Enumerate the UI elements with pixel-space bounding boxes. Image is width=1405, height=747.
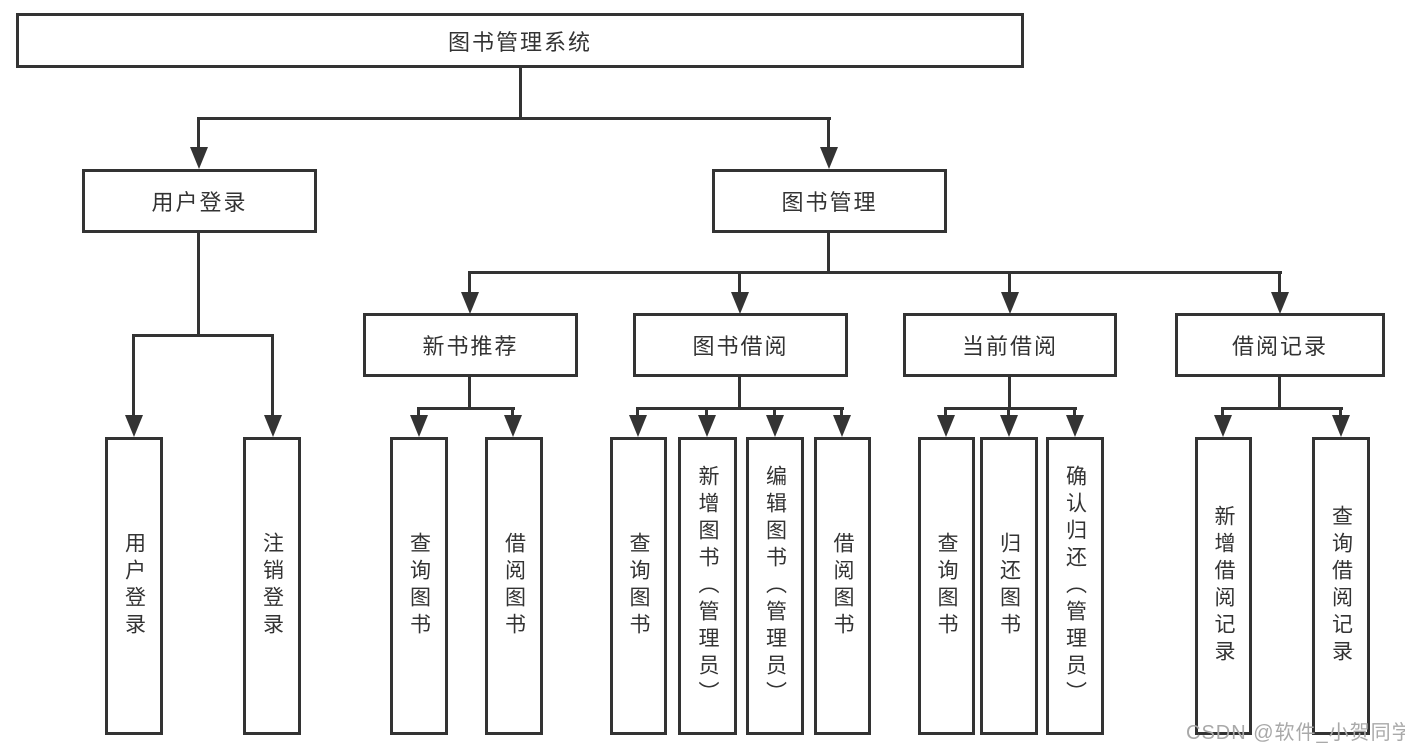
node-user-login: 用户登录 <box>82 169 317 233</box>
arrowhead-query-borrow-record <box>1332 415 1350 437</box>
leaf-add-book-admin: 新增图书（管理员） <box>678 437 737 735</box>
arrowhead-add-borrow-record <box>1214 415 1232 437</box>
arrowhead-new-book <box>461 292 479 314</box>
connector-drop-new-book <box>468 271 471 292</box>
leaf-label: 查询图书 <box>627 532 650 640</box>
arrowhead-book-management <box>820 147 838 169</box>
leaf-label: 借阅图书 <box>502 532 526 640</box>
arrowhead-query-books-2 <box>629 415 647 437</box>
node-label: 新书推荐 <box>422 334 519 359</box>
connector-drop <box>773 407 776 419</box>
arrowhead-query-books-3 <box>937 415 955 437</box>
node-borrowing-records: 借阅记录 <box>1175 313 1385 377</box>
leaf-label: 查询图书 <box>407 532 431 640</box>
connector-user-login-trunk <box>197 233 200 337</box>
connector-root-trunk <box>519 68 522 120</box>
node-label: 用户登录 <box>151 190 248 215</box>
connector-new-book-trunk <box>468 377 471 410</box>
leaf-user-login: 用户登录 <box>105 437 163 735</box>
connector-drop <box>840 407 843 419</box>
leaf-label: 查询借阅记录 <box>1329 505 1353 667</box>
arrowhead-borrow-books-1 <box>504 415 522 437</box>
connector-drop-borrow-records <box>1278 271 1281 292</box>
connector-book-borrow-rail <box>636 407 844 410</box>
leaf-query-books-3: 查询图书 <box>918 437 975 735</box>
leaf-edit-book-admin: 编辑图书（管理员） <box>746 437 804 735</box>
connector-drop <box>1073 407 1076 419</box>
connector-drop <box>511 407 514 419</box>
leaf-query-books-1: 查询图书 <box>390 437 448 735</box>
connector-book-borrow-trunk <box>738 377 741 410</box>
node-library-management-system: 图书管理系统 <box>16 13 1024 68</box>
leaf-label: 查询图书 <box>935 532 958 640</box>
leaf-query-books-2: 查询图书 <box>610 437 667 735</box>
leaf-label: 借阅图书 <box>831 532 854 640</box>
arrowhead-user-login <box>190 147 208 169</box>
leaf-label: 注销登录 <box>260 532 284 640</box>
connector-drop <box>636 407 639 419</box>
node-new-book-recommendation: 新书推荐 <box>363 313 578 377</box>
node-book-borrowing: 图书借阅 <box>633 313 848 377</box>
leaf-logout: 注销登录 <box>243 437 301 735</box>
arrowhead-book-borrow <box>731 292 749 314</box>
leaf-label: 编辑图书（管理员） <box>763 464 787 708</box>
leaf-add-borrow-record: 新增借阅记录 <box>1195 437 1252 735</box>
leaf-return-book: 归还图书 <box>980 437 1038 735</box>
arrowhead-leaf-user-login <box>125 415 143 437</box>
node-label: 借阅记录 <box>1231 334 1328 359</box>
connector-drop <box>944 407 947 419</box>
connector-drop <box>705 407 708 419</box>
arrowhead-add-book <box>698 415 716 437</box>
connector-drop <box>1221 407 1224 419</box>
connector-borrow-records-trunk <box>1278 377 1281 410</box>
leaf-label: 用户登录 <box>122 532 146 640</box>
connector-level2-rail <box>197 117 831 120</box>
leaf-query-borrow-record: 查询借阅记录 <box>1312 437 1370 735</box>
connector-drop-book-management <box>827 117 830 148</box>
arrowhead-return-book <box>1000 415 1018 437</box>
connector-borrow-records-rail <box>1221 407 1343 410</box>
node-label: 图书借阅 <box>692 334 789 359</box>
arrowhead-borrow-books-2 <box>833 415 851 437</box>
node-label: 当前借阅 <box>961 334 1058 359</box>
leaf-borrow-books-1: 借阅图书 <box>485 437 543 735</box>
connector-new-book-rail <box>417 407 515 410</box>
connector-drop-current-borrow <box>1008 271 1011 292</box>
connector-drop-book-borrow <box>738 271 741 292</box>
connector-drop <box>1007 407 1010 419</box>
arrowhead-query-books-1 <box>410 415 428 437</box>
arrowhead-borrow-records <box>1271 292 1289 314</box>
arrowhead-current-borrow <box>1001 292 1019 314</box>
connector-current-borrow-rail <box>944 407 1077 410</box>
connector-drop <box>1339 407 1342 419</box>
arrowhead-leaf-logout <box>264 415 282 437</box>
connector-drop-leaf-logout <box>271 334 274 415</box>
arrowhead-edit-book <box>766 415 784 437</box>
leaf-label: 归还图书 <box>997 532 1021 640</box>
connector-drop-user-login <box>197 117 200 148</box>
leaf-confirm-return-admin: 确认归还（管理员） <box>1046 437 1104 735</box>
leaf-borrow-books-2: 借阅图书 <box>814 437 871 735</box>
connector-drop-leaf-user-login <box>132 334 135 415</box>
leaf-label: 确认归还（管理员） <box>1063 464 1087 708</box>
node-book-management: 图书管理 <box>712 169 947 233</box>
connector-level3-rail <box>468 271 1282 274</box>
node-label: 图书管理 <box>781 190 878 215</box>
leaf-label: 新增借阅记录 <box>1212 505 1235 667</box>
connector-drop <box>417 407 420 419</box>
csdn-watermark: CSDN @软件_小贺同学 <box>1186 722 1405 744</box>
connector-user-login-rail <box>132 334 274 337</box>
connector-current-borrow-trunk <box>1008 377 1011 410</box>
leaf-label: 新增图书（管理员） <box>696 464 719 708</box>
connector-book-management-trunk <box>827 233 830 274</box>
node-current-borrowing: 当前借阅 <box>903 313 1117 377</box>
arrowhead-confirm-return <box>1066 415 1084 437</box>
node-label: 图书管理系统 <box>447 29 592 55</box>
